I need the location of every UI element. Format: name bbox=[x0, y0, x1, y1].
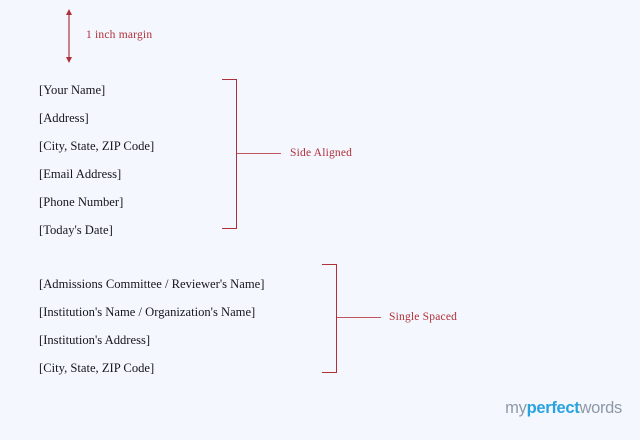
text-line: [Address] bbox=[39, 111, 89, 125]
logo-text-perfect: perfect bbox=[526, 399, 580, 417]
side-aligned-leader-line bbox=[237, 153, 281, 155]
margin-double-arrow-icon bbox=[60, 8, 78, 64]
text-line: [Institution's Address] bbox=[39, 333, 151, 347]
single-spaced-bracket bbox=[321, 264, 337, 373]
text-line: [Today's Date] bbox=[39, 223, 113, 237]
sender-address-block: [Your Name] [Address] [City, State, ZIP … bbox=[39, 76, 154, 244]
text-line: [City, State, ZIP Code] bbox=[39, 361, 155, 375]
bracket-stem bbox=[335, 264, 337, 373]
text-line: [City, State, ZIP Code] bbox=[39, 139, 155, 153]
recipient-address-block: [Admissions Committee / Reviewer's Name]… bbox=[39, 270, 264, 382]
logo-text-my: my bbox=[505, 399, 527, 417]
myperfectwords-logo: myperfectwords bbox=[505, 399, 622, 418]
text-line: [Institution's Name / Organization's Nam… bbox=[39, 305, 256, 319]
single-spaced-leader-line bbox=[337, 317, 381, 319]
bracket-arm-top bbox=[222, 79, 237, 81]
text-line: [Email Address] bbox=[39, 167, 122, 181]
text-line: [Phone Number] bbox=[39, 195, 124, 209]
callout-label-single-spaced: Single Spaced bbox=[389, 311, 458, 323]
logo-text-words: words bbox=[579, 399, 622, 417]
bracket-arm-bottom bbox=[222, 227, 237, 229]
side-aligned-bracket bbox=[221, 79, 237, 229]
text-line: [Your Name] bbox=[39, 83, 106, 97]
margin-annotation-label: 1 inch margin bbox=[86, 29, 153, 41]
bracket-arm-top bbox=[322, 264, 337, 266]
bracket-stem bbox=[235, 79, 237, 229]
bracket-arm-bottom bbox=[322, 371, 337, 373]
text-line: [Admissions Committee / Reviewer's Name] bbox=[39, 277, 265, 291]
callout-label-side-aligned: Side Aligned bbox=[290, 147, 353, 159]
